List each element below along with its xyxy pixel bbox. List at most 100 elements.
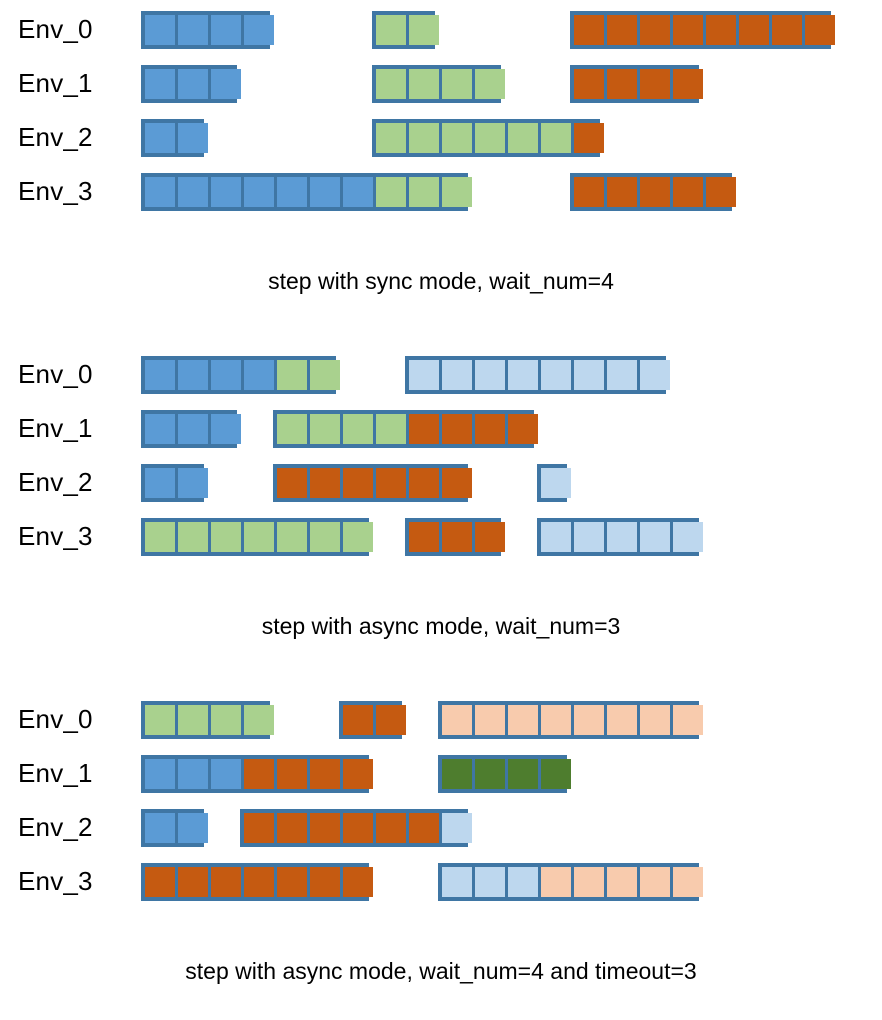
step-cell-orange (772, 15, 802, 45)
step-cell-orange (211, 867, 241, 897)
env-row: Env_3 (0, 513, 882, 559)
step-cell-green (442, 123, 472, 153)
env-row-label: Env_0 (18, 704, 93, 734)
step-cell-blue (145, 468, 175, 498)
step-cell-orange (442, 414, 472, 444)
step-cell-orange (310, 813, 340, 843)
step-cell-light-blue (574, 522, 604, 552)
env-row-track (141, 6, 882, 52)
step-cell-orange (442, 522, 472, 552)
env-row-track (141, 750, 882, 796)
step-cell-dark-green (475, 759, 505, 789)
step-block (405, 356, 670, 394)
step-cell-blue (211, 15, 241, 45)
step-cell-light-orange (607, 705, 637, 735)
step-cell-light-blue (607, 360, 637, 390)
step-cell-blue (178, 414, 208, 444)
step-cell-blue (178, 69, 208, 99)
step-cell-blue (145, 360, 175, 390)
step-cell-green (244, 522, 274, 552)
env-row-label: Env_2 (18, 467, 93, 497)
step-cell-green (409, 69, 439, 99)
step-cell-light-blue (541, 522, 571, 552)
step-block (372, 11, 439, 49)
env-row-label: Env_1 (18, 413, 93, 443)
step-cell-light-blue (442, 813, 472, 843)
step-cell-green (376, 177, 406, 207)
step-cell-light-orange (574, 705, 604, 735)
step-cell-blue (145, 15, 175, 45)
step-cell-orange (277, 813, 307, 843)
step-cell-orange (145, 867, 175, 897)
step-cell-blue (145, 414, 175, 444)
step-cell-light-blue (607, 522, 637, 552)
step-cell-green (508, 123, 538, 153)
env-row: Env_2 (0, 804, 882, 850)
step-cell-light-blue (475, 360, 505, 390)
env-row-track (141, 804, 882, 850)
step-cell-orange (607, 15, 637, 45)
step-block (141, 65, 241, 103)
step-cell-orange (376, 813, 406, 843)
step-cell-orange (310, 867, 340, 897)
step-cell-orange (607, 177, 637, 207)
step-cell-green (343, 414, 373, 444)
step-cell-orange (409, 813, 439, 843)
step-cell-orange (310, 759, 340, 789)
step-cell-light-blue (508, 867, 538, 897)
step-block (372, 65, 505, 103)
env-row-track (141, 114, 882, 160)
step-cell-orange (343, 759, 373, 789)
step-cell-blue (244, 15, 274, 45)
env-row-label: Env_2 (18, 122, 93, 152)
step-cell-orange (640, 69, 670, 99)
env-row-label: Env_1 (18, 68, 93, 98)
step-cell-green (376, 414, 406, 444)
step-cell-light-blue (640, 360, 670, 390)
env-row: Env_0 (0, 696, 882, 742)
step-cell-green (475, 69, 505, 99)
step-cell-blue (145, 69, 175, 99)
step-cell-light-orange (640, 705, 670, 735)
step-cell-light-blue (442, 867, 472, 897)
step-cell-orange (706, 177, 736, 207)
env-row-track (141, 351, 882, 397)
step-cell-green (409, 177, 439, 207)
section-caption: step with sync mode, wait_num=4 (268, 268, 614, 294)
step-cell-orange (574, 177, 604, 207)
step-cell-orange (640, 177, 670, 207)
step-cell-green (376, 123, 406, 153)
step-cell-light-blue (541, 360, 571, 390)
step-cell-green (277, 522, 307, 552)
env-row-track (141, 513, 882, 559)
step-cell-light-orange (475, 705, 505, 735)
step-cell-orange (376, 705, 406, 735)
step-cell-light-orange (673, 705, 703, 735)
step-cell-blue (211, 360, 241, 390)
step-block (141, 11, 274, 49)
step-block (141, 518, 373, 556)
step-cell-orange (409, 522, 439, 552)
step-cell-orange (673, 177, 703, 207)
step-cell-orange (574, 123, 604, 153)
step-cell-light-orange (508, 705, 538, 735)
env-row-track (141, 696, 882, 742)
step-cell-orange (244, 813, 274, 843)
step-block (141, 755, 373, 793)
step-block (438, 863, 703, 901)
step-cell-green (310, 360, 340, 390)
step-cell-light-orange (673, 867, 703, 897)
step-cell-orange (739, 15, 769, 45)
step-cell-blue (211, 759, 241, 789)
env-row-label: Env_3 (18, 176, 93, 206)
step-cell-green (541, 123, 571, 153)
step-cell-green (145, 522, 175, 552)
step-cell-orange (343, 468, 373, 498)
step-cell-green (310, 522, 340, 552)
env-row: Env_1 (0, 405, 882, 451)
step-block (570, 11, 835, 49)
step-cell-green (343, 522, 373, 552)
step-cell-orange (409, 414, 439, 444)
step-cell-light-blue (508, 360, 538, 390)
